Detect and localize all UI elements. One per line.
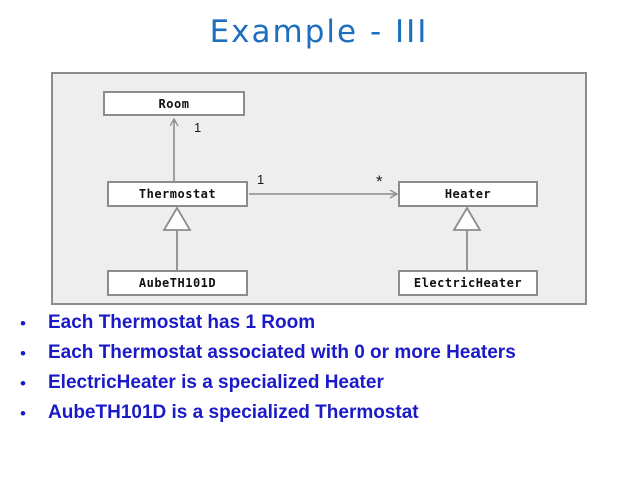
uml-class-aubeth101d-label: AubeTH101D [138, 276, 217, 290]
multiplicity-heater-end: * [376, 172, 383, 191]
list-item-text: ElectricHeater is a specialized Heater [48, 372, 384, 393]
uml-class-thermostat[interactable]: Thermostat [107, 181, 248, 207]
bullet-marker-icon: • [20, 314, 26, 333]
uml-class-thermostat-label: Thermostat [138, 187, 217, 201]
bullet-marker-icon: • [20, 374, 26, 393]
generalization-triangle-thermostat [162, 206, 192, 231]
uml-class-heater[interactable]: Heater [398, 181, 538, 207]
page-title: Example - III [209, 14, 429, 50]
uml-class-room[interactable]: Room [103, 91, 245, 116]
generalization-triangle-heater [452, 206, 482, 231]
list-item: • ElectricHeater is a specialized Heater [14, 371, 624, 396]
uml-class-electricheater-label: ElectricHeater [413, 276, 523, 290]
list-item-text: Each Thermostat has 1 Room [48, 312, 316, 333]
list-item-text: Each Thermostat associated with 0 or mor… [48, 342, 516, 363]
uml-class-electricheater[interactable]: ElectricHeater [398, 270, 538, 296]
diagram-connectors [162, 74, 482, 270]
list-item: • AubeTH101D is a specialized Thermostat [14, 401, 624, 426]
uml-class-room-label: Room [158, 96, 190, 111]
multiplicity-room-end: 1 [194, 120, 202, 135]
bullet-marker-icon: • [20, 404, 26, 423]
list-item-text: AubeTH101D is a specialized Thermostat [48, 402, 419, 423]
bullet-list: • Each Thermostat has 1 Room • Each Ther… [14, 311, 624, 431]
bullet-marker-icon: • [20, 344, 26, 363]
uml-class-aubeth101d[interactable]: AubeTH101D [107, 270, 248, 296]
list-item: • Each Thermostat has 1 Room [14, 311, 624, 336]
uml-class-heater-label: Heater [444, 187, 492, 201]
uml-class-diagram-panel: Room Thermostat Heater AubeTH101D Electr… [51, 72, 587, 305]
multiplicity-thermostat-end: 1 [257, 172, 265, 187]
list-item: • Each Thermostat associated with 0 or m… [14, 341, 624, 366]
